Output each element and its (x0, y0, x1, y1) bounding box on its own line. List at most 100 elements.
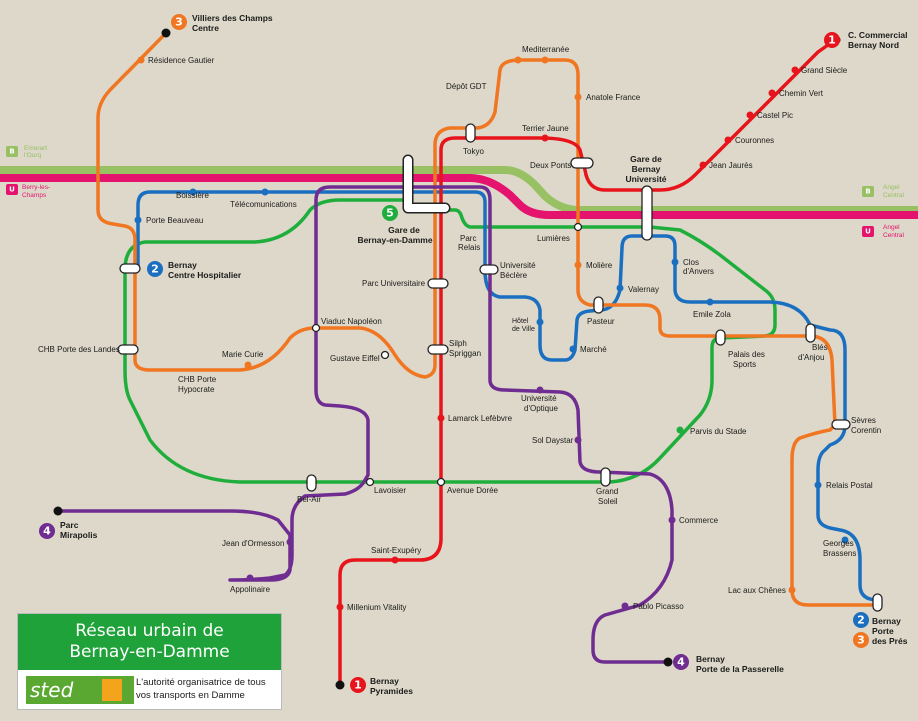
station-lumieres: Lumières (537, 234, 570, 243)
terminus-bernay-pyramides: Bernay (370, 676, 399, 686)
station-jean-ormesson: Jean d'Ormesson (222, 539, 284, 548)
station-silph-spriggan: Silph (449, 339, 467, 348)
station-castel-pic: Castel Pic (757, 111, 793, 120)
station-jean-jaures: Jean Jaurès (709, 161, 753, 170)
station-tokyo: Tokyo (463, 147, 484, 156)
rer-u-line (0, 174, 918, 219)
station-marie-curie: Marie Curie (222, 350, 264, 359)
svg-text:d'Anjou: d'Anjou (798, 353, 824, 362)
badge-line-4-bottom: 4 (677, 656, 685, 669)
station-grand-siecle: Grand Siècle (801, 66, 848, 75)
station-chb-porte-hypocrate: CHB Porte (178, 375, 217, 384)
svg-text:Porte: Porte (872, 626, 894, 636)
station-marche: Marché (580, 345, 607, 354)
line-1-path (338, 38, 837, 687)
terminus-gare-bernay-en-damme: Gare de (388, 225, 420, 235)
station-sol-daystar: Sol Daystar (532, 436, 574, 445)
station-chb-porte-des-landes: CHB Porte des Landes (38, 345, 120, 354)
svg-text:B: B (9, 148, 14, 156)
station-terrier-jaune: Terrier Jaune (522, 124, 569, 133)
line-badges: 3 1 2 5 4 4 1 2 3 (39, 14, 869, 693)
station-porte-beauveau: Porte Beauveau (146, 216, 203, 225)
svg-text:Champs: Champs (22, 192, 47, 199)
sted-logo-mark-icon (102, 679, 122, 701)
rer-b-west-label: Emerart (24, 145, 47, 152)
station-grand-soleil: Grand (596, 487, 618, 496)
station-chemin-vert: Chemin Vert (779, 89, 824, 98)
svg-text:Hypocrate: Hypocrate (178, 385, 215, 394)
svg-text:Bernay: Bernay (632, 164, 661, 174)
station-millenium-vitality: Millenium Vitality (347, 603, 406, 612)
line-2-path (136, 190, 880, 602)
station-hotel-de-ville: Hôtel (512, 318, 529, 325)
svg-text:Brassens: Brassens (823, 549, 856, 558)
rer-b-east-label: Angel (883, 184, 900, 191)
svg-text:Corentin: Corentin (851, 426, 881, 435)
station-parc-relais: Parc (460, 234, 476, 243)
station-lavoisier: Lavoisier (374, 486, 406, 495)
svg-text:Sports: Sports (733, 360, 756, 369)
badge-line-4-left: 4 (43, 525, 51, 538)
station-avenue-doree: Avenue Dorée (447, 486, 499, 495)
station-lamarck: Lamarck Lefèbvre (448, 414, 513, 423)
svg-text:U: U (865, 228, 871, 236)
station-gare-universite: Gare de (630, 154, 662, 164)
svg-text:d'Optique: d'Optique (524, 404, 559, 413)
station-sevres-corentin: Sèvres (851, 416, 876, 425)
station-pablo-picasso: Pablo Picasso (633, 602, 684, 611)
station-residence-gautier: Résidence Gautier (148, 56, 215, 65)
station-anatole-france: Anatole France (586, 93, 641, 102)
terminus-porte-des-pres: Bernay (872, 616, 901, 626)
terminus-centre-hospitalier: Bernay (168, 260, 197, 270)
badge-line-1-bottom: 1 (354, 679, 362, 692)
svg-text:Centre Hospitalier: Centre Hospitalier (168, 270, 242, 280)
rer-badges: B U B U (6, 146, 874, 237)
station-universite-optique: Université (521, 394, 557, 403)
svg-text:U: U (9, 186, 15, 194)
station-gustave-eiffel: Gustave Eiffel (330, 354, 380, 363)
station-georges-brassens: Georges (823, 539, 854, 548)
station-bel-air: Bel-Air (297, 495, 321, 504)
station-emile-zola: Emile Zola (693, 310, 731, 319)
svg-text:Pyramides: Pyramides (370, 686, 413, 696)
station-appolinaire: Appolinaire (230, 585, 271, 594)
station-lac-aux-chenes: Lac aux Chênes (728, 586, 786, 595)
station-moliere: Molière (586, 261, 613, 270)
station-pasteur: Pasteur (587, 317, 615, 326)
svg-text:Centre: Centre (192, 23, 219, 33)
svg-text:Mirapolis: Mirapolis (60, 530, 98, 540)
svg-text:de Ville: de Ville (512, 326, 535, 333)
station-saint-exupery: Saint-Exupéry (371, 546, 421, 555)
station-clos-anvers: Clos (683, 258, 699, 267)
station-parvis-stade: Parvis du Stade (690, 427, 747, 436)
station-parc-universitaire: Parc Universitaire (362, 279, 426, 288)
rer-u-west-label: Berry-les- (22, 184, 50, 191)
station-boissiere: Boissière (176, 191, 209, 200)
svg-text:d'Anvers: d'Anvers (683, 267, 714, 276)
station-valernay: Valernay (628, 285, 659, 294)
legend-box: Réseau urbain de Bernay-en-Damme sted L'… (17, 613, 282, 710)
svg-text:Porte de la Passerelle: Porte de la Passerelle (696, 664, 784, 674)
line-4-path (56, 185, 674, 664)
terminus-villiers: Villiers des Champs (192, 13, 273, 23)
svg-text:Spriggan: Spriggan (449, 349, 481, 358)
terminus-parc-mirapolis: Parc (60, 520, 79, 530)
station-telecom: Télécomunications (230, 200, 297, 209)
svg-text:l'Ourq: l'Ourq (24, 152, 42, 159)
svg-text:Central: Central (883, 232, 905, 239)
rer-u-east-label: Angel (883, 224, 900, 231)
station-markers (53, 28, 883, 690)
badge-line-2-bottom: 2 (857, 614, 865, 627)
terminus-bernay-nord: C. Commercial (848, 30, 908, 40)
badge-line-1-top: 1 (828, 34, 836, 47)
badge-line-3-bottom: 3 (857, 634, 865, 647)
station-depot-gdt: Dépôt GDT (446, 82, 487, 91)
svg-text:Bernay Nord: Bernay Nord (848, 40, 899, 50)
svg-text:Central: Central (883, 192, 905, 199)
svg-text:B: B (865, 188, 870, 196)
svg-text:Bernay-en-Damme: Bernay-en-Damme (357, 235, 432, 245)
badge-line-3-top: 3 (175, 16, 183, 29)
svg-text:Université: Université (625, 174, 666, 184)
station-viaduc-napoleon: Viaduc Napoléon (321, 317, 382, 326)
